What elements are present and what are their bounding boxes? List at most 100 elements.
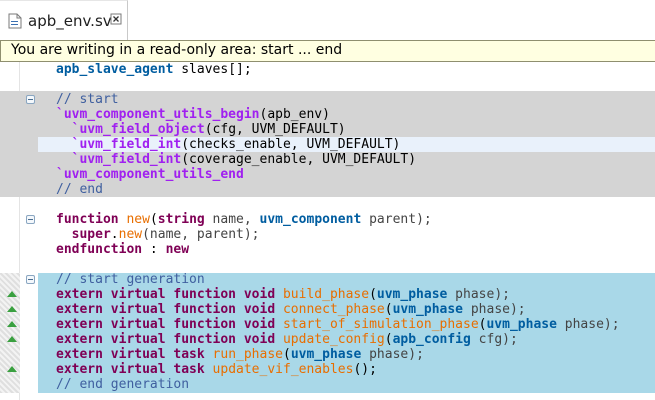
code-token: ( (384, 332, 393, 347)
code-token: apb_slave_agent (56, 62, 174, 77)
code-token: update_vif_enables (212, 362, 354, 377)
code-token: phase); (463, 302, 526, 317)
code-line[interactable]: apb_slave_agent slaves[]; (56, 62, 620, 77)
code-token: connect_phase (282, 302, 385, 317)
code-token: // end generation (56, 377, 190, 392)
code-token: phase); (447, 287, 510, 302)
generated-region (38, 273, 655, 393)
code-line[interactable]: extern virtual task update_vif_enables()… (56, 362, 620, 377)
code-line[interactable] (56, 77, 620, 92)
code-token: start_of_simulation_phase (282, 317, 479, 332)
code-token: // end (56, 182, 103, 197)
code-token: (apb_env) (259, 107, 330, 122)
close-icon[interactable] (110, 13, 122, 25)
code-token: `uvm_component_utils_end (56, 167, 244, 182)
code-token: new (165, 242, 190, 257)
code-token (205, 347, 213, 362)
code-token: extern virtual function void (56, 332, 276, 347)
sv-file-icon (8, 13, 22, 29)
code-token: string (157, 212, 205, 227)
code-line[interactable] (56, 257, 620, 272)
code-token: name, (204, 212, 260, 227)
code-token: uvm_component (259, 212, 362, 227)
override-marker-icon[interactable] (7, 291, 17, 297)
code-token: uvm_phase (392, 302, 464, 317)
code-token: ( (384, 302, 393, 317)
code-token: super (71, 227, 111, 242)
code-token: . (110, 227, 119, 242)
code-token: (checks_enable, UVM_DEFAULT) (181, 137, 401, 152)
code-token (205, 362, 213, 377)
code-line[interactable]: `uvm_field_int(checks_enable, UVM_DEFAUL… (56, 137, 620, 152)
code-token: parent); (361, 212, 432, 227)
code-token: ( (369, 287, 377, 302)
code-token: ( (149, 212, 158, 227)
code-token: uvm_phase (376, 287, 448, 302)
code-token: cfg); (470, 332, 518, 347)
code-line[interactable]: `uvm_component_utils_end (56, 167, 620, 182)
fold-toggle-icon[interactable] (26, 275, 35, 284)
code-line[interactable]: `uvm_field_object(cfg, UVM_DEFAULT) (56, 122, 620, 137)
code-token: // start (56, 92, 119, 107)
code-line[interactable]: // end generation (56, 377, 620, 392)
source-code[interactable]: apb_slave_agent slaves[];// start`uvm_co… (56, 62, 620, 392)
code-line[interactable]: // end (56, 182, 620, 197)
override-marker-icon[interactable] (7, 336, 17, 342)
override-marker-icon[interactable] (7, 366, 17, 372)
code-token: run_phase (212, 347, 283, 362)
code-token: extern virtual function void (56, 287, 276, 302)
code-line[interactable]: extern virtual function void connect_pha… (56, 302, 620, 317)
fold-toggle-icon[interactable] (26, 215, 35, 224)
code-token: (cfg, UVM_DEFAULT) (204, 122, 346, 137)
fold-toggle-icon[interactable] (26, 95, 35, 104)
code-token: `uvm_field_int (71, 152, 182, 167)
code-token: build_phase (282, 287, 370, 302)
tab-title: apb_env.sv (28, 12, 112, 30)
code-line[interactable]: extern virtual task run_phase(uvm_phase … (56, 347, 620, 362)
code-token: extern virtual task (56, 362, 205, 377)
code-line[interactable]: `uvm_component_utils_begin(apb_env) (56, 107, 620, 122)
code-line[interactable]: `uvm_field_int(coverage_enable, UVM_DEFA… (56, 152, 620, 167)
code-token: `uvm_field_int (71, 137, 182, 152)
code-token: apb_config (392, 332, 471, 347)
generated-ruler-marker (0, 273, 20, 393)
current-line-highlight (38, 137, 655, 152)
code-token (275, 302, 283, 317)
code-token: // start generation (56, 272, 205, 287)
code-token: ( (478, 317, 487, 332)
override-marker-icon[interactable] (7, 306, 17, 312)
code-token: phase); (556, 317, 620, 332)
editor-tab-apb-env[interactable]: apb_env.sv (0, 0, 128, 40)
editor-tab-bar: apb_env.sv (0, 0, 655, 40)
code-token: uvm_phase (486, 317, 557, 332)
code-token: function (56, 212, 119, 227)
code-token: `uvm_component_utils_begin (56, 107, 260, 122)
code-token: `uvm_field_object (71, 122, 205, 137)
code-line[interactable]: extern virtual function void update_conf… (56, 332, 620, 347)
code-line[interactable]: // start (56, 92, 620, 107)
code-line[interactable]: function new(string name, uvm_component … (56, 212, 620, 227)
code-token (275, 332, 283, 347)
code-token: slaves[]; (173, 62, 252, 77)
code-token: phase); (361, 347, 424, 362)
code-token: : (142, 242, 166, 257)
override-marker-icon[interactable] (7, 321, 17, 327)
code-editor[interactable]: apb_slave_agent slaves[];// start`uvm_co… (0, 62, 655, 400)
code-token: new (118, 227, 143, 242)
code-token: extern virtual task (56, 347, 205, 362)
code-token: extern virtual function void (56, 302, 276, 317)
code-token (275, 287, 283, 302)
code-token (275, 317, 283, 332)
code-line[interactable]: super.new(name, parent); (56, 227, 620, 242)
code-token: uvm_phase (290, 347, 362, 362)
code-line[interactable]: endfunction : new (56, 242, 620, 257)
code-token: endfunction (56, 242, 143, 257)
code-token: ( (283, 347, 291, 362)
code-line[interactable]: extern virtual function void build_phase… (56, 287, 620, 302)
code-line[interactable]: // start generation (56, 272, 620, 287)
code-line[interactable]: extern virtual function void start_of_si… (56, 317, 620, 332)
code-line[interactable] (56, 197, 620, 212)
code-token: (name, parent); (142, 227, 260, 242)
code-token: (); (353, 362, 377, 377)
code-token: update_config (282, 332, 385, 347)
